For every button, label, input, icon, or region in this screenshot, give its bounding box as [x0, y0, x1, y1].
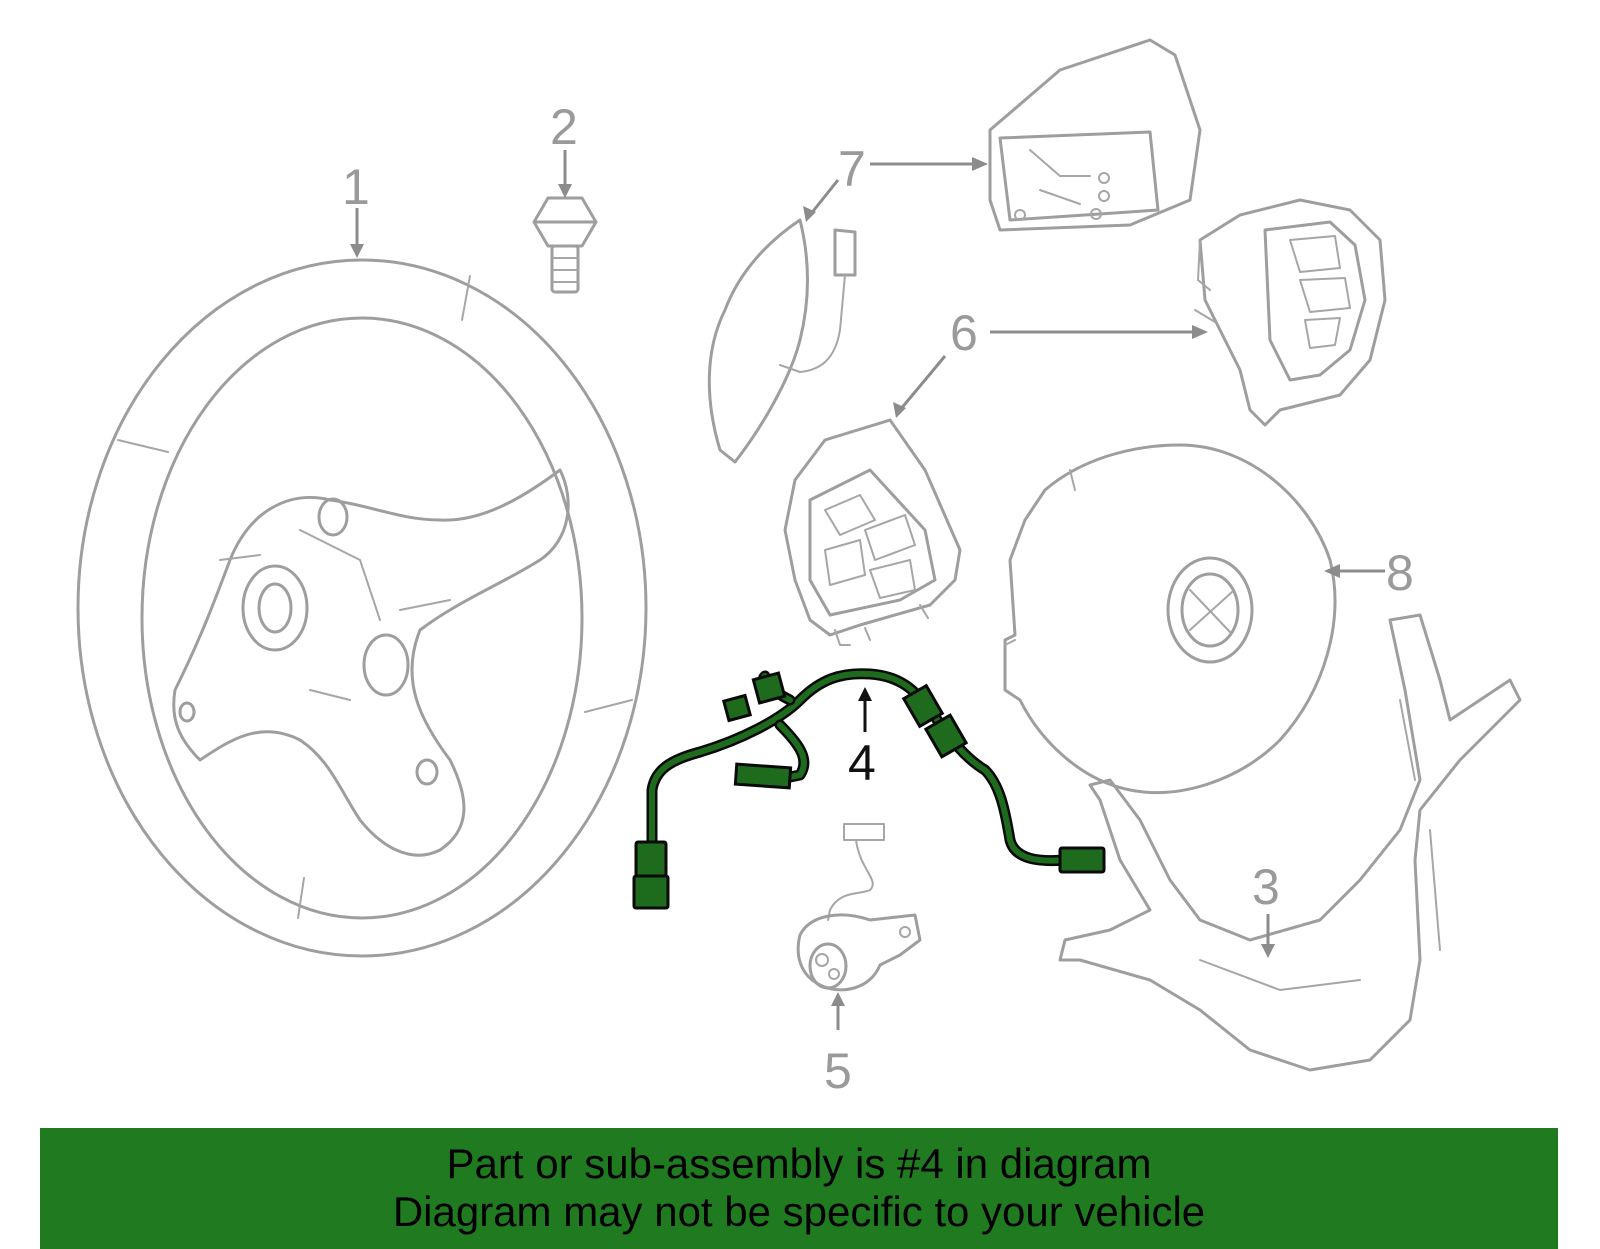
harness-connector-7 [923, 713, 969, 759]
harness-connector-6 [901, 683, 945, 729]
leader-6b [898, 355, 947, 411]
callout-4: 4 [848, 735, 876, 791]
part-4-wiring-harness[interactable] [632, 668, 1106, 910]
part-6-switch-left[interactable] [783, 418, 962, 646]
part-info-banner: Part or sub-assembly is #4 in diagram Di… [40, 1128, 1558, 1249]
part-6-switch-right[interactable] [1194, 198, 1387, 427]
harness-connector-5 [733, 762, 793, 790]
leader-7b [808, 179, 840, 216]
harness-connector-2 [632, 874, 670, 910]
callout-7: 7 [838, 141, 866, 197]
part-3-trim-cover[interactable] [1058, 613, 1522, 1072]
part-8-airbag-module[interactable] [1003, 443, 1337, 794]
harness-connector-3 [751, 671, 787, 705]
part-5-motor[interactable] [796, 823, 922, 992]
harness-connector-1 [634, 840, 668, 878]
part-7-switch-cover-upper[interactable] [988, 38, 1202, 232]
harness-connector-8 [1058, 846, 1106, 874]
part-7-switch-cover-lower[interactable] [707, 218, 857, 464]
callout-2: 2 [550, 99, 578, 155]
callout-3: 3 [1252, 859, 1280, 915]
banner-line-2: Diagram may not be specific to your vehi… [392, 1188, 1206, 1235]
part-2-bolt[interactable] [532, 196, 598, 294]
harness-connector-4 [721, 693, 753, 723]
banner-line-1: Part or sub-assembly is #4 in diagram [446, 1140, 1152, 1187]
part-1-steering-wheel[interactable] [76, 258, 648, 958]
callout-6: 6 [950, 305, 978, 361]
callout-8: 8 [1386, 545, 1414, 601]
callout-5: 5 [824, 1043, 852, 1099]
callout-1: 1 [342, 159, 370, 215]
